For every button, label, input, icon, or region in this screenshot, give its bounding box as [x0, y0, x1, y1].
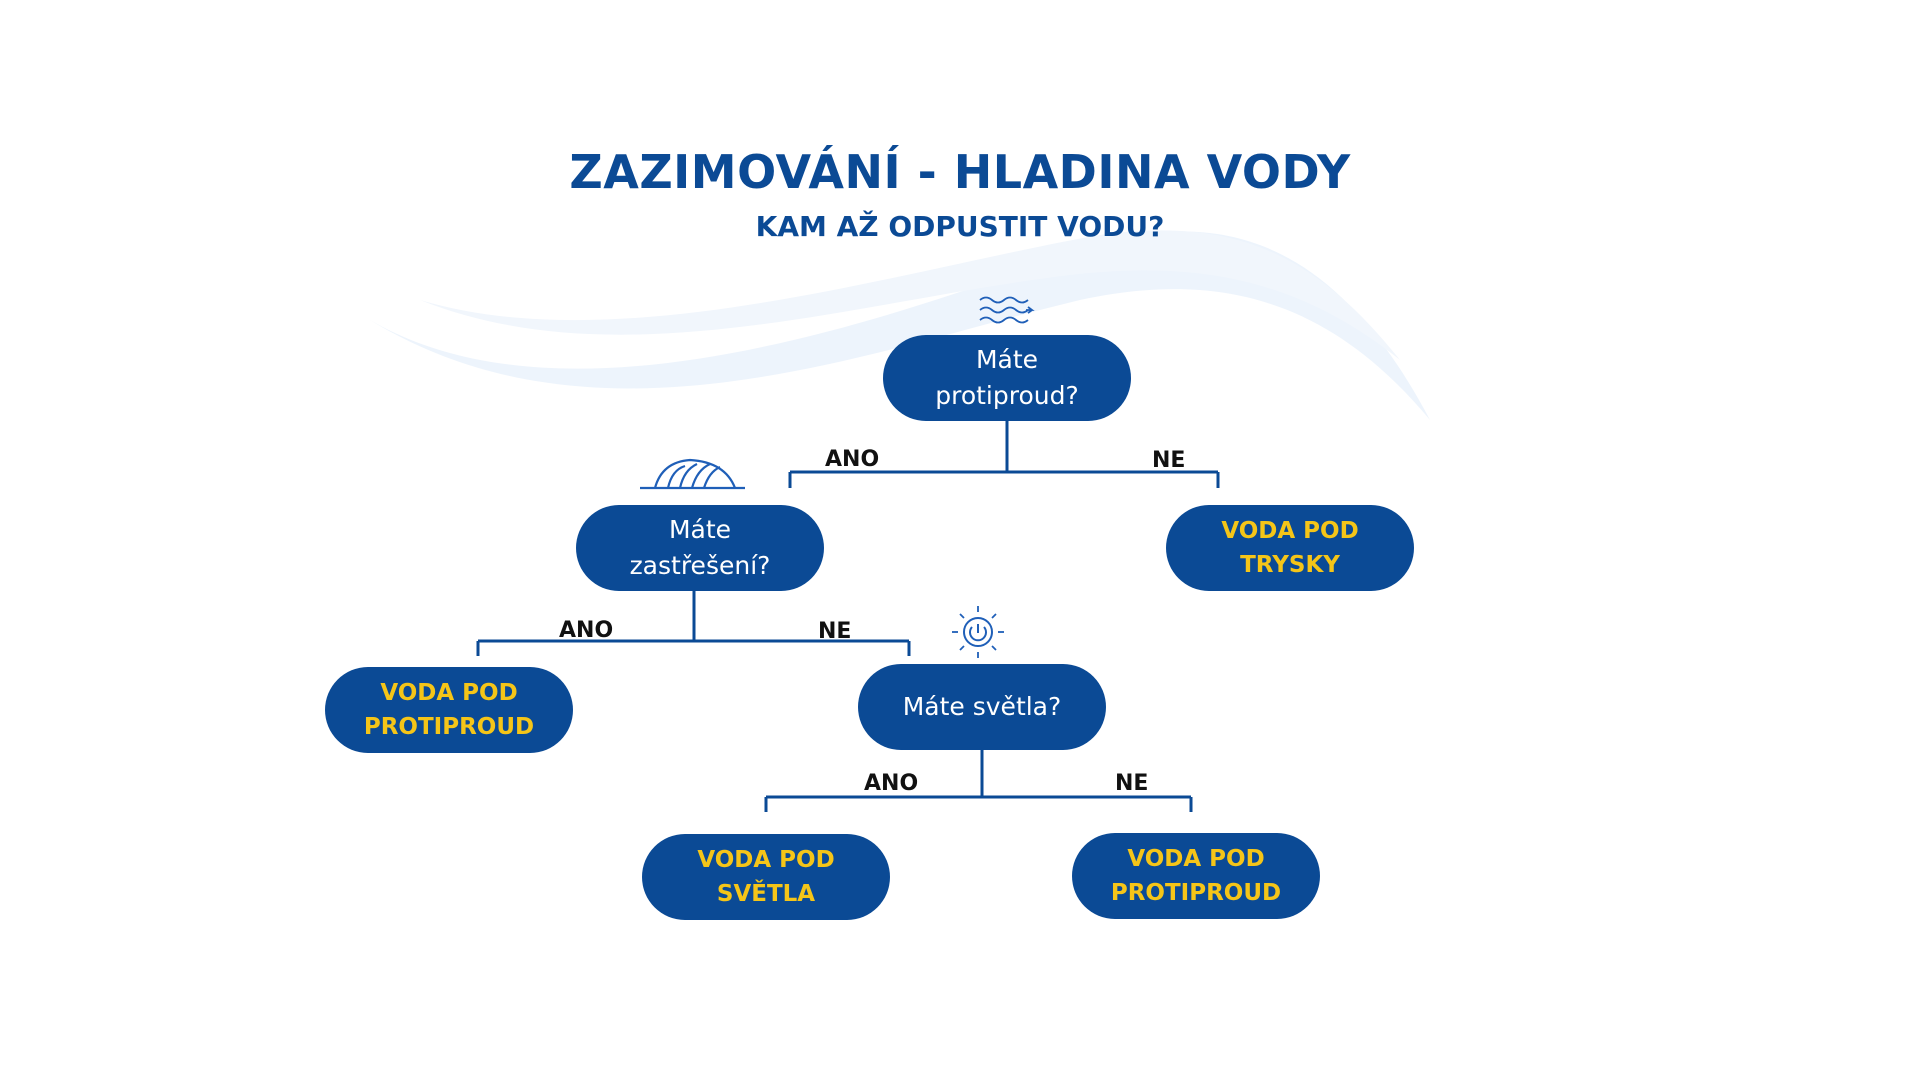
light-power-icon: [952, 606, 1004, 658]
edge-label-ano-3: ANO: [864, 771, 919, 796]
answer-protiproud-node: VODA POD PROTIPROUD: [325, 667, 573, 753]
edge-label-ne-3: NE: [1115, 771, 1149, 796]
question-protiproud-text: Máte protiproud?: [935, 345, 1079, 410]
question-protiproud-node: Máte protiproud?: [883, 335, 1131, 421]
page-subtitle: KAM AŽ ODPUSTIT VODU?: [755, 210, 1165, 243]
edge-label-ne-1: NE: [1152, 448, 1186, 473]
answer-svetla-text: VODA POD SVĚTLA: [697, 847, 835, 907]
question-zastreseni-text: Máte zastřešení?: [629, 515, 771, 580]
page-title: ZAZIMOVÁNÍ - HLADINA VODY: [569, 145, 1351, 199]
answer-protiproud-2-text: VODA POD PROTIPROUD: [1110, 846, 1282, 906]
edge-label-ano-1: ANO: [825, 447, 880, 472]
edge-label-ano-2: ANO: [559, 618, 614, 643]
answer-protiproud-2-node: VODA POD PROTIPROUD: [1072, 833, 1320, 919]
background-waves: [370, 230, 1430, 420]
question-svetla-text: Máte světla?: [902, 692, 1062, 721]
answer-trysky-node: VODA POD TRYSKY: [1166, 505, 1414, 591]
answer-protiproud-text: VODA POD PROTIPROUD: [363, 680, 535, 740]
connector-lines: [476, 420, 1220, 812]
answer-trysky-text: VODA POD TRYSKY: [1221, 518, 1359, 578]
question-svetla-node: Máte světla?: [858, 664, 1106, 750]
question-zastreseni-node: Máte zastřešení?: [576, 505, 824, 591]
pool-enclosure-icon: [640, 458, 745, 490]
answer-svetla-node: VODA POD SVĚTLA: [642, 834, 890, 920]
edge-label-ne-2: NE: [818, 619, 852, 644]
water-waves-icon: [979, 296, 1035, 324]
